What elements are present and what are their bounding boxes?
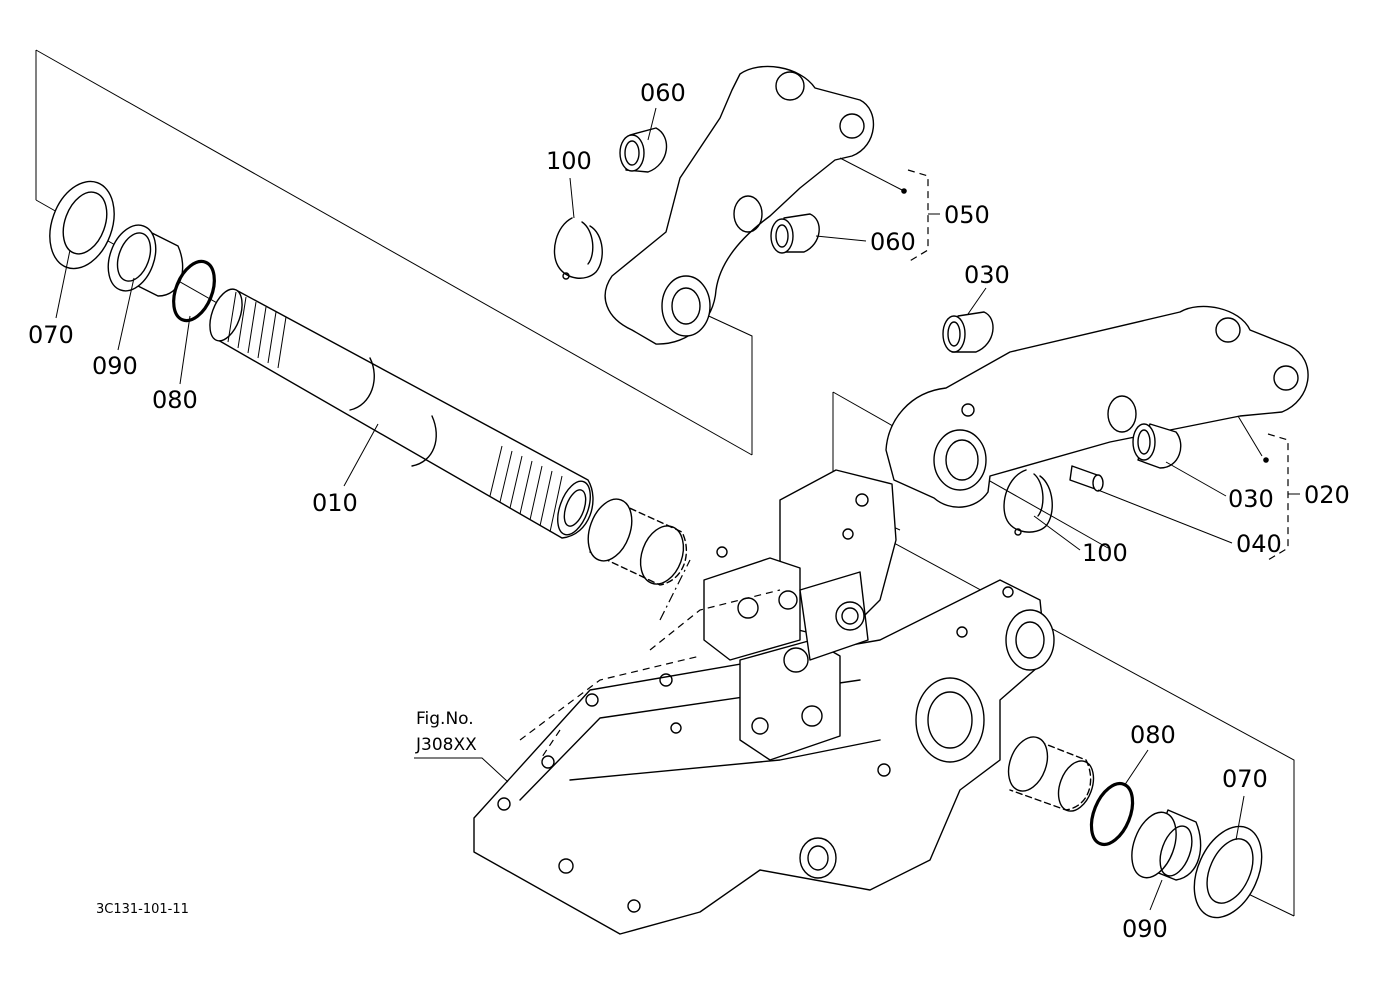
part-050-lift-arm: [604, 65, 875, 345]
part-bushing-housing-right: [1007, 736, 1095, 812]
callout-100-top: 100: [546, 147, 592, 175]
part-100-snapring-right: [1003, 469, 1053, 536]
part-080-oring-right: [1089, 781, 1135, 847]
part-060-bushing-mid: [770, 213, 820, 254]
lift-housing: [473, 469, 1055, 935]
part-030-bushing-top: [942, 311, 994, 353]
callout-090-right: 090: [1122, 915, 1168, 943]
leader-lines: [55, 107, 1263, 911]
callout-090-left: 090: [92, 352, 138, 380]
callout-040: 040: [1236, 530, 1282, 558]
part-100-snapring-top: [553, 217, 603, 280]
callout-050: 050: [944, 201, 990, 229]
part-070-washer-left: [49, 180, 115, 270]
callout-070-left: 070: [28, 321, 74, 349]
callout-100-right: 100: [1082, 539, 1128, 567]
part-090-bushing-left: [107, 224, 184, 297]
callout-020: 020: [1304, 481, 1350, 509]
callout-060-top: 060: [640, 79, 686, 107]
callout-030-right: 030: [1228, 485, 1274, 513]
callout-labels: 070 090 080 010 060 100 060 050 030 030 …: [28, 79, 1350, 943]
part-030-bushing-right: [1132, 423, 1182, 469]
leader-dots: [901, 188, 1269, 463]
callout-080-right: 080: [1130, 721, 1176, 749]
part-020-lift-arm: [885, 305, 1309, 508]
callout-060-mid: 060: [870, 228, 916, 256]
part-040-pin: [1069, 465, 1104, 492]
part-bushing-housing-left: [587, 498, 687, 586]
part-070-washer-right: [1193, 825, 1263, 919]
figure-reference-line2: J308XX: [415, 735, 477, 755]
callout-030-top: 030: [964, 261, 1010, 289]
part-010-shaft: [209, 288, 594, 539]
callout-080-left: 080: [152, 386, 198, 414]
drawing-code: 3C131-101-11: [96, 902, 189, 917]
part-080-oring-left: [172, 259, 216, 323]
callout-070-right: 070: [1222, 765, 1268, 793]
figure-reference-line1: Fig.No.: [416, 709, 474, 729]
part-060-bushing-top: [619, 127, 668, 173]
figure-reference: Fig.No. J308XX: [415, 709, 477, 755]
bracket-050: [907, 169, 940, 263]
bracket-020: [1267, 433, 1300, 561]
callout-010: 010: [312, 489, 358, 517]
part-090-bushing-right: [1131, 809, 1202, 881]
